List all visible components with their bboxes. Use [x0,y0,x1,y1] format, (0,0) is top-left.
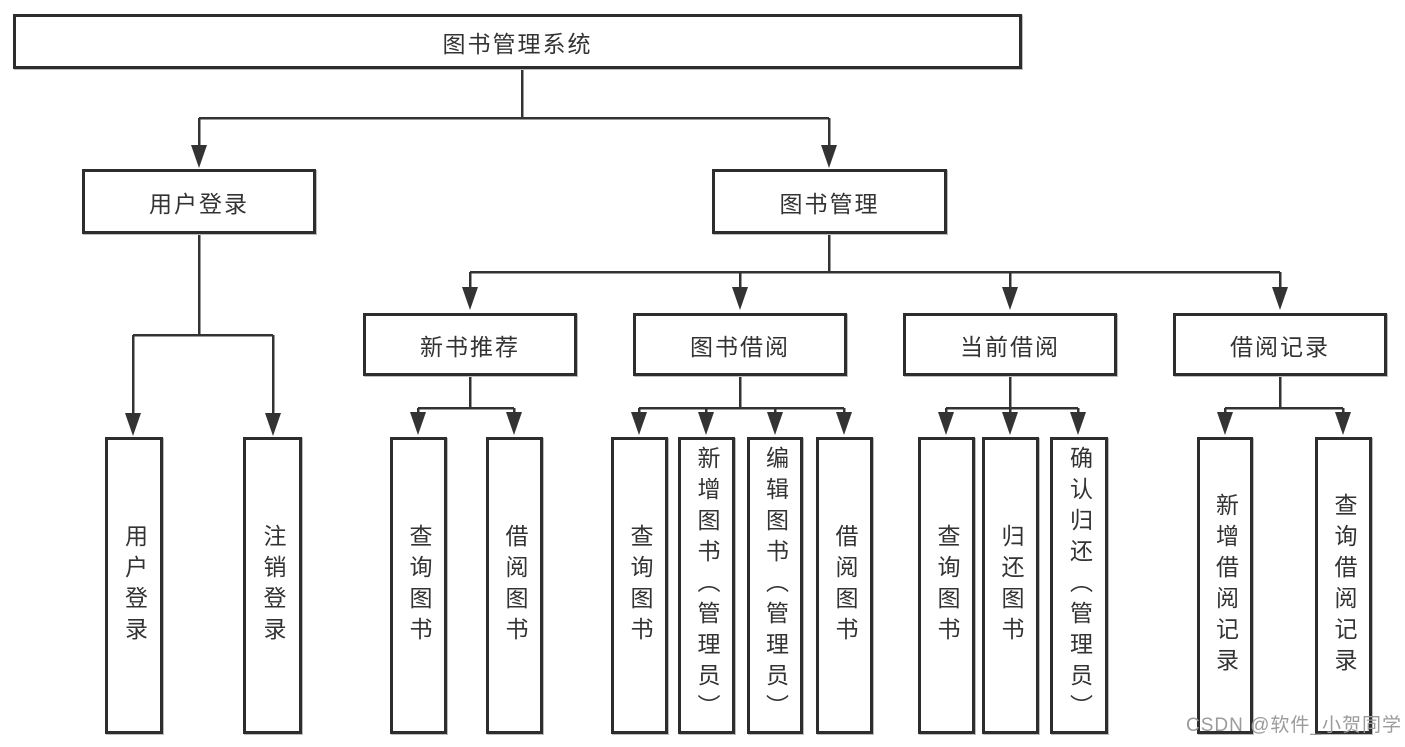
leaf-newrec-query-book: 查询图书 [390,437,447,734]
leaf-current-return-book: 归还图书 [982,437,1039,734]
leaf-borrow-borrow-book: 借阅图书 [816,437,873,734]
arrow-to-leaf-cb-confirm [1070,412,1086,435]
watermark: CSDN @软件_小贺同学 [1186,715,1402,736]
arrow-to-current-borrow [1002,287,1018,310]
arrow-to-leaf-bb-query [631,412,647,435]
arrow-to-leaf-logout [265,413,281,436]
arrow-to-new-book [462,287,478,310]
leaf-label: 确认归还（管理员） [1066,446,1093,725]
leaf-logout: 注销登录 [243,437,302,734]
arrowheads [125,145,1351,436]
leaf-label: 查询图书 [406,523,432,648]
leaf-label: 新增借阅记录 [1212,492,1239,679]
arrow-to-user-login [191,145,207,168]
arrow-to-leaf-newrec-borrow [506,412,522,435]
node-label: 图书借阅 [690,333,790,360]
node-new-book-recommend: 新书推荐 [363,313,577,376]
node-book-management-system: 图书管理系统 [13,14,1022,69]
node-current-borrowing: 当前借阅 [903,313,1117,376]
arrow-to-leaf-cb-query [938,412,954,435]
leaf-label: 用户登录 [121,523,148,648]
arrow-to-leaf-bb-edit [767,412,783,435]
leaf-label: 查询借阅记录 [1331,492,1357,679]
leaf-borrow-edit-book-admin: 编辑图书（管理员） [747,437,803,734]
arrow-to-leaf-br-query [1335,412,1351,435]
connector-bookmgmt-to-level2 [468,233,1282,289]
leaf-current-confirm-return-admin: 确认归还（管理员） [1050,437,1108,734]
node-label: 图书管理 [779,190,880,217]
leaf-label: 借阅图书 [502,523,528,648]
connector-currentborrow-to-leaves [944,376,1080,414]
node-label: 新书推荐 [420,333,520,360]
leaf-borrow-add-book-admin: 新增图书（管理员） [678,437,735,734]
leaf-record-add-record: 新增借阅记录 [1197,437,1253,734]
connector-userlogin-to-leaves [131,233,275,415]
arrow-to-leaf-br-add [1217,412,1233,435]
leaf-current-query-book: 查询图书 [918,437,975,734]
connector-borrowrecord-to-leaves [1223,376,1345,414]
leaf-label: 查询图书 [934,523,960,648]
leaf-label: 新增图书（管理员） [694,446,720,725]
arrow-to-leaf-bb-add [698,412,714,435]
arrow-to-leaf-bb-borrow [836,412,852,435]
leaf-label: 编辑图书（管理员） [762,446,789,725]
arrow-to-book-borrow [732,287,748,310]
leaf-label: 归还图书 [998,523,1024,648]
node-user-login-branch: 用户登录 [82,169,316,234]
node-label: 当前借阅 [960,333,1060,360]
arrow-to-borrow-record [1272,287,1288,310]
node-label: 用户登录 [149,190,249,217]
arrow-to-leaf-user-login [125,413,141,436]
node-label: 借阅记录 [1230,333,1330,360]
leaf-label: 注销登录 [260,523,286,648]
leaf-label: 查询图书 [627,523,653,648]
node-book-management: 图书管理 [712,169,947,234]
arrow-to-leaf-cb-return [1002,412,1018,435]
node-borrowing-records: 借阅记录 [1173,313,1387,376]
node-label: 图书管理系统 [442,30,593,57]
connector-newbook-to-leaves [416,376,516,414]
node-book-borrowing: 图书借阅 [633,313,847,376]
arrow-to-book-mgmt [821,145,837,168]
leaf-newrec-borrow-book: 借阅图书 [486,437,543,734]
leaf-label: 借阅图书 [832,523,858,648]
leaf-user-login: 用户登录 [105,437,163,734]
arrow-to-leaf-newrec-query [410,412,426,435]
leaf-record-query-record: 查询借阅记录 [1315,437,1372,734]
connector-bookborrow-to-leaves [637,376,846,414]
leaf-borrow-query-book: 查询图书 [611,437,668,734]
connector-root-to-level1 [197,68,831,148]
